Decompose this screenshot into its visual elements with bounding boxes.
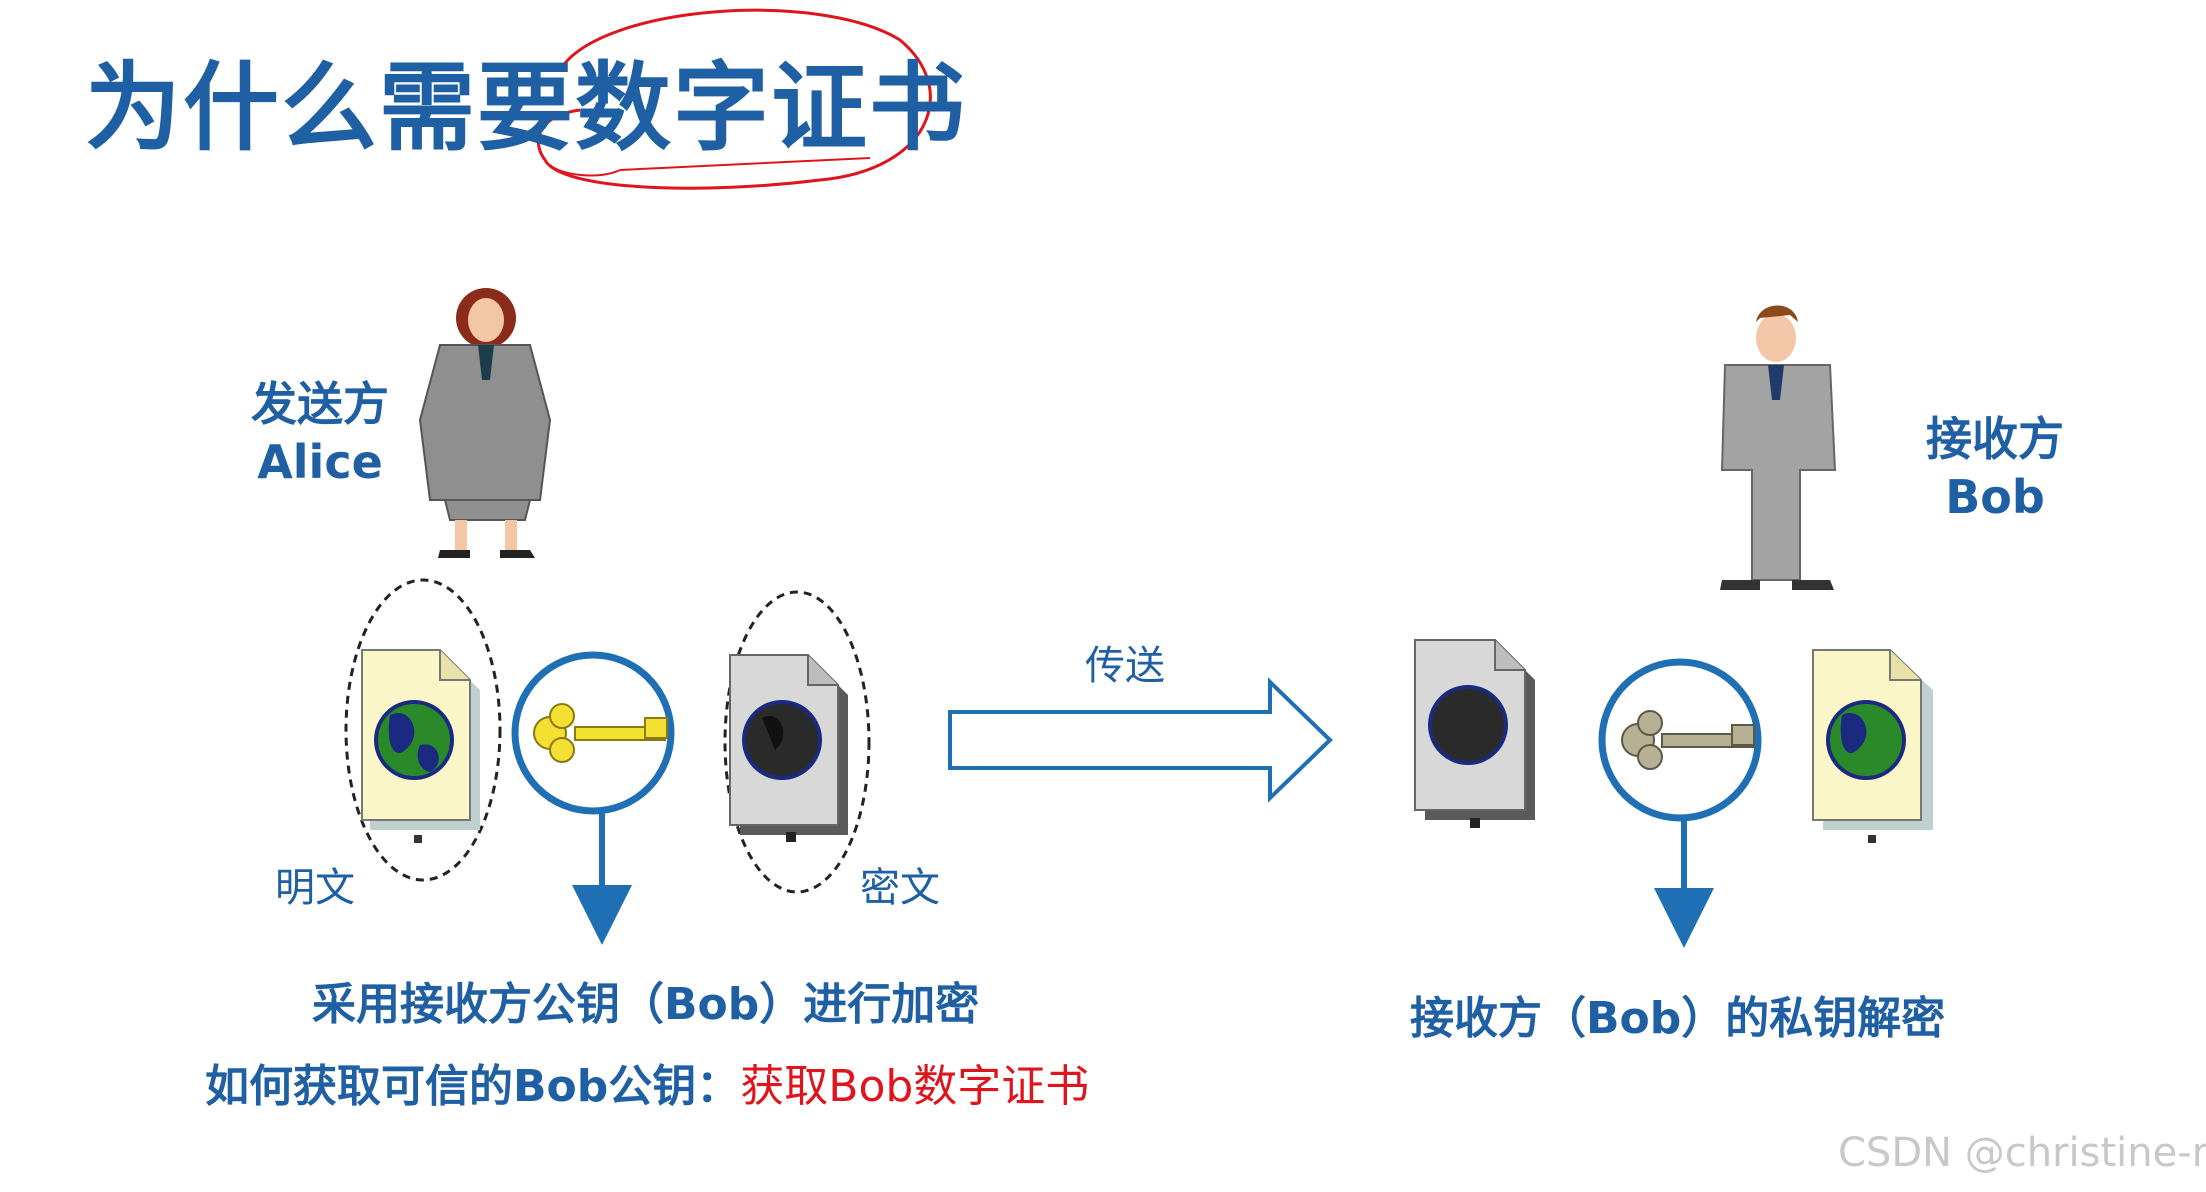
page-title: 为什么需要数字证书	[85, 52, 967, 164]
receiver-role: 接收方	[1926, 412, 2064, 466]
transmit-label: 传送	[1085, 643, 1165, 689]
transmit-arrow	[948, 677, 1333, 803]
alice-figure	[418, 288, 552, 558]
ciphertext-label: 密文	[860, 865, 940, 911]
sender-name: Alice	[257, 435, 383, 489]
certificate-answer-text: 获取Bob数字证书	[740, 1061, 1090, 1112]
ciphertext-dashed-ellipse	[723, 590, 871, 894]
receiver-name: Bob	[1945, 470, 2045, 524]
bob-figure	[1720, 305, 1837, 590]
sender-role: 发送方	[251, 377, 389, 431]
sender-label: 发送方 Alice	[240, 375, 400, 491]
received-ciphertext-document-icon	[1414, 639, 1535, 828]
certificate-question: 如何获取可信的Bob公钥：获取Bob数字证书	[205, 1050, 1089, 1114]
certificate-question-text: 如何获取可信的Bob公钥：	[205, 1061, 741, 1112]
public-key-circle	[511, 651, 675, 945]
private-key-circle	[1598, 658, 1762, 948]
decrypted-plaintext-document-icon	[1812, 649, 1933, 843]
receiver-label: 接收方 Bob	[1915, 410, 2075, 526]
title-highlight-circle	[536, 8, 932, 190]
watermark: CSDN @christine-rr	[1838, 1130, 2206, 1176]
plaintext-dashed-ellipse	[344, 578, 502, 882]
encrypt-caption: 采用接收方公钥（Bob）进行加密	[312, 979, 980, 1030]
decrypt-caption: 接收方（Bob）的私钥解密	[1410, 993, 1946, 1044]
plaintext-label: 明文	[275, 865, 355, 911]
ciphertext-document-icon	[729, 654, 848, 842]
plaintext-document-icon	[361, 649, 480, 843]
